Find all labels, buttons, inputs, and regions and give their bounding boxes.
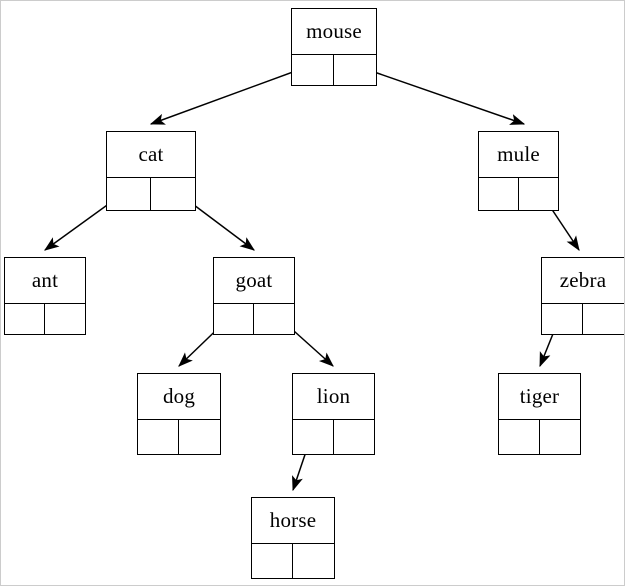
node-left-pointer-goat[interactable] (214, 304, 254, 334)
tree-edge-mouse-left-to-cat (149, 64, 313, 125)
node-label-ant: ant (5, 258, 85, 304)
node-left-pointer-ant[interactable] (5, 304, 45, 334)
node-label-mule: mule (479, 132, 558, 178)
node-right-pointer-ant[interactable] (45, 304, 85, 334)
node-right-pointer-zebra[interactable] (583, 304, 624, 334)
node-pointer-cells-lion (293, 420, 374, 454)
node-left-pointer-tiger[interactable] (499, 420, 540, 454)
node-label-mouse: mouse (292, 9, 376, 55)
node-pointer-cells-mule (479, 178, 558, 210)
node-label-tiger: tiger (499, 374, 580, 420)
node-left-pointer-lion[interactable] (293, 420, 334, 454)
node-pointer-cells-ant (5, 304, 85, 334)
node-right-pointer-mouse[interactable] (334, 55, 376, 85)
tree-node-mule[interactable]: mule (478, 131, 559, 211)
node-pointer-cells-tiger (499, 420, 580, 454)
node-right-pointer-dog[interactable] (179, 420, 220, 454)
tree-node-zebra[interactable]: zebra (541, 257, 624, 335)
tree-node-horse[interactable]: horse (251, 497, 335, 579)
node-right-pointer-mule[interactable] (518, 178, 558, 210)
node-right-pointer-goat[interactable] (254, 304, 294, 334)
node-label-zebra: zebra (542, 258, 624, 304)
node-left-pointer-mouse[interactable] (292, 55, 334, 85)
node-pointer-cells-cat (107, 178, 195, 210)
tree-edge-mouse-right-to-mule (353, 64, 526, 125)
node-right-pointer-lion[interactable] (333, 420, 374, 454)
node-left-pointer-zebra[interactable] (542, 304, 583, 334)
node-left-pointer-horse[interactable] (252, 544, 293, 578)
tree-node-goat[interactable]: goat (213, 257, 295, 335)
node-pointer-cells-horse (252, 544, 334, 578)
node-left-pointer-mule[interactable] (479, 178, 519, 210)
node-label-dog: dog (138, 374, 220, 420)
node-right-pointer-cat[interactable] (151, 178, 195, 210)
node-right-pointer-horse[interactable] (293, 544, 334, 578)
tree-node-mouse[interactable]: mouse (291, 8, 377, 86)
node-pointer-cells-mouse (292, 55, 376, 85)
node-label-lion: lion (293, 374, 374, 420)
tree-node-cat[interactable]: cat (106, 131, 196, 211)
node-label-cat: cat (107, 132, 195, 178)
node-left-pointer-dog[interactable] (138, 420, 179, 454)
node-left-pointer-cat[interactable] (107, 178, 151, 210)
node-label-goat: goat (214, 258, 294, 304)
tree-node-ant[interactable]: ant (4, 257, 86, 335)
node-label-horse: horse (252, 498, 334, 544)
node-pointer-cells-goat (214, 304, 294, 334)
node-right-pointer-tiger[interactable] (539, 420, 580, 454)
tree-node-tiger[interactable]: tiger (498, 373, 581, 455)
node-pointer-cells-dog (138, 420, 220, 454)
node-pointer-cells-zebra (542, 304, 624, 334)
tree-node-dog[interactable]: dog (137, 373, 221, 455)
tree-node-lion[interactable]: lion (292, 373, 375, 455)
